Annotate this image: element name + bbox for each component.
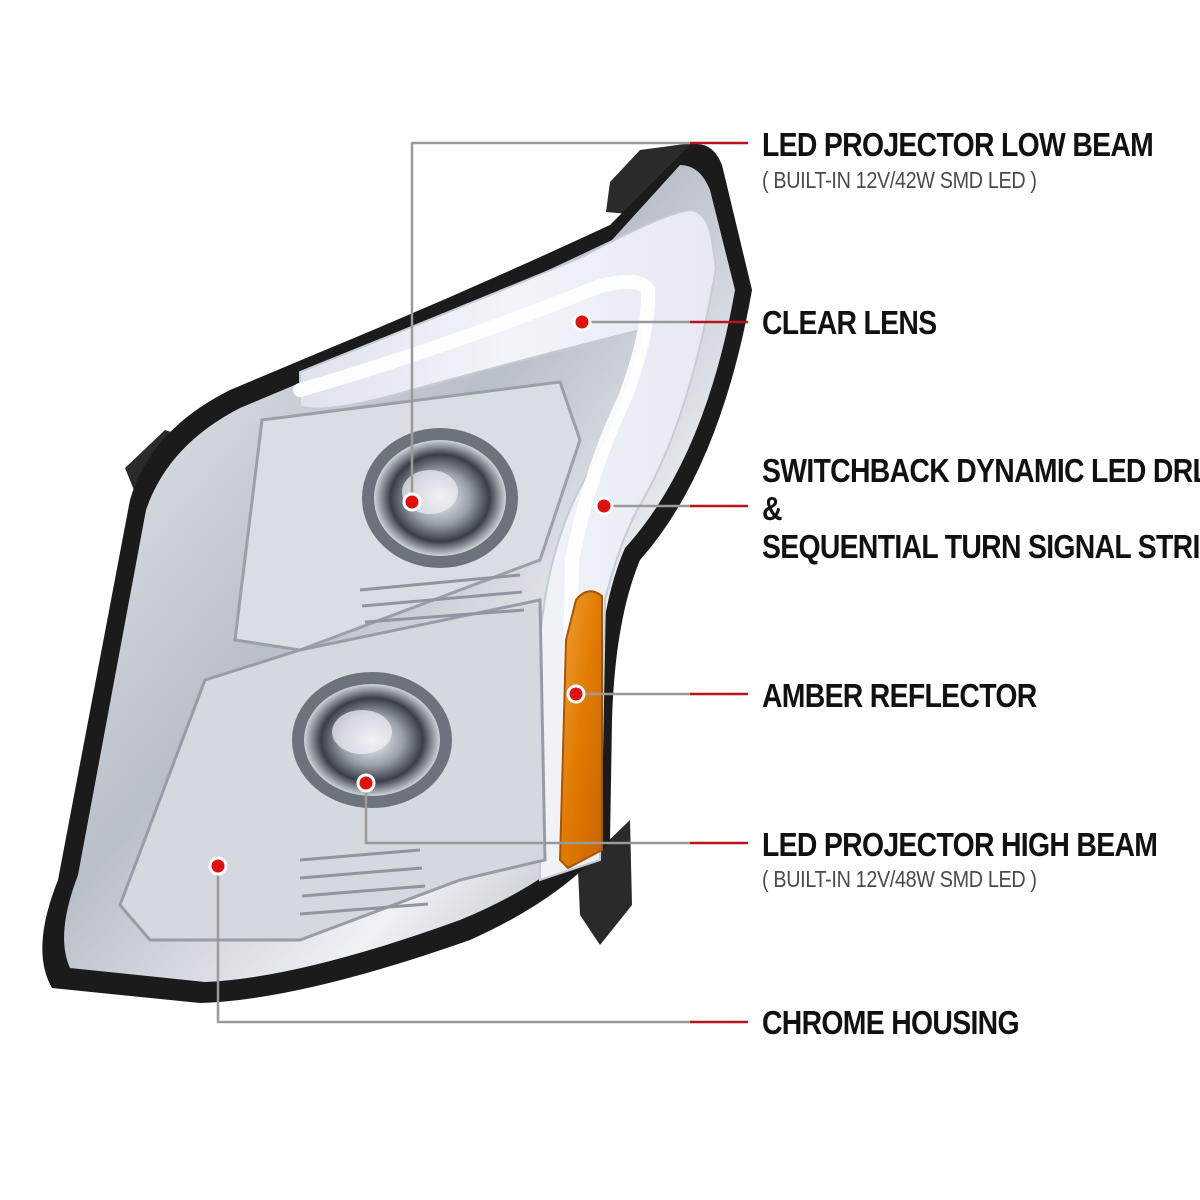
drl-strip-icon bbox=[293, 274, 656, 867]
callout-dot-low-beam bbox=[402, 492, 422, 512]
projector-lens-icon bbox=[362, 428, 518, 568]
callout-clear-lens-title: CLEAR LENS bbox=[762, 304, 937, 341]
callout-drl-title-line-1: SWITCHBACK DYNAMIC LED DRL bbox=[762, 452, 1200, 489]
callout-dots bbox=[208, 312, 614, 876]
leader-line-low-beam bbox=[410, 141, 690, 502]
callout-dot-amber bbox=[566, 684, 586, 704]
callout-dot-drl bbox=[594, 496, 614, 516]
amber-reflector-icon bbox=[558, 590, 603, 870]
callout-amber-reflector-title: AMBER REFLECTOR bbox=[762, 677, 1037, 714]
callout-drl-title-line-3: SEQUENTIAL TURN SIGNAL STRIP bbox=[762, 528, 1200, 565]
leader-lines bbox=[216, 141, 748, 1024]
clear-lens-panel bbox=[299, 208, 718, 882]
callout-dot-chrome-housing bbox=[208, 856, 228, 876]
callout-low-beam-title: LED PROJECTOR LOW BEAM bbox=[762, 126, 1154, 163]
callout-dot-high-beam bbox=[356, 773, 376, 793]
callout-high-beam-title: LED PROJECTOR HIGH BEAM bbox=[762, 826, 1158, 863]
leader-line-high-beam bbox=[364, 783, 690, 845]
reflector-fins bbox=[299, 573, 525, 916]
callout-low-beam-subtitle: ( BUILT-IN 12V/42W SMD LED ) bbox=[762, 167, 1037, 193]
leader-line-chrome-housing bbox=[216, 866, 690, 1024]
callout-high-beam-subtitle: ( BUILT-IN 12V/48W SMD LED ) bbox=[762, 866, 1037, 892]
callout-chrome-housing-title: CHROME HOUSING bbox=[762, 1004, 1020, 1041]
projector-lens-icon bbox=[292, 672, 452, 808]
callout-dot-clear-lens bbox=[572, 312, 592, 332]
callout-drl-title-line-2: & bbox=[762, 490, 783, 527]
